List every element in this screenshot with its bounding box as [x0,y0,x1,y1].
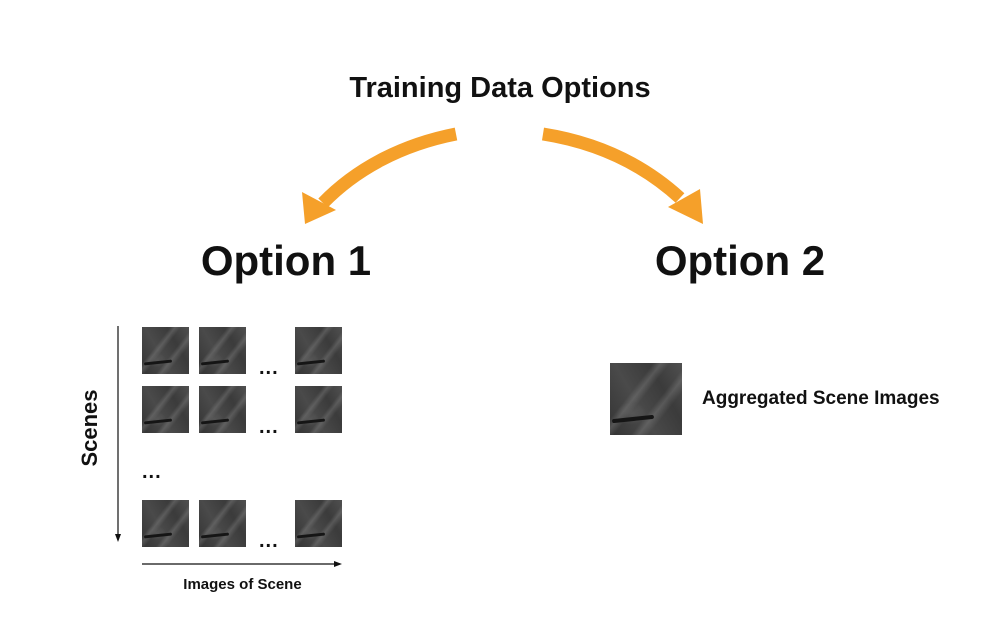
images-of-scene-axis-label: Images of Scene [183,576,302,593]
scene-image-thumbnail [295,500,342,547]
scene-image-thumbnail [142,386,189,433]
row-ellipsis: ... [259,357,279,379]
aggregated-scene-images-label: Aggregated Scene Images [702,388,940,409]
option-2-heading: Option 2 [654,237,826,284]
scene-image-thumbnail [295,386,342,433]
diagram-title: Training Data Options [349,72,651,104]
row-ellipsis: ... [259,530,279,552]
left-curved-arrow [302,127,458,224]
aggregated-scene-image [610,363,682,435]
scenes-axis-label: Scenes [77,389,102,467]
row-ellipsis: ... [259,416,279,438]
scene-image-thumbnail [295,327,342,374]
scene-image-thumbnail [199,500,246,547]
scene-image-thumbnail [142,327,189,374]
scene-ellipsis: ... [142,461,162,483]
scene-image-thumbnail [199,327,246,374]
scene-image-thumbnail [199,386,246,433]
option-1-heading: Option 1 [200,237,372,284]
right-curved-arrow [541,127,703,224]
scene-image-thumbnail [142,500,189,547]
